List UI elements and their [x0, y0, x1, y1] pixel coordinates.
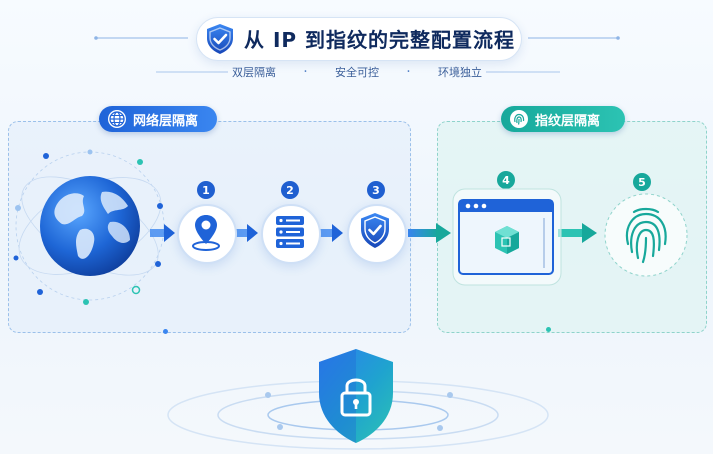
title-banner: [196, 17, 522, 61]
arrow-right-icon: [233, 224, 258, 242]
subtitle-tag: 环境独立: [437, 66, 482, 79]
step-number-badge: 3: [367, 181, 385, 199]
step-number-badge: 1: [197, 181, 215, 199]
connector-dot: [546, 327, 551, 332]
fingerprint-layer-label: 指纹层隔离: [535, 113, 601, 129]
title-decor-lines: [94, 36, 620, 73]
globe-icon: [108, 110, 126, 128]
page-title: 从 IP 到指纹的完整配置流程: [244, 28, 516, 52]
fingerprint-icon: [510, 110, 528, 128]
connector-dot: [163, 329, 168, 334]
step-number-badge: 5: [633, 173, 651, 191]
network-layer-badge: 网络层隔离: [99, 106, 217, 132]
lock-shield-icon: [319, 349, 393, 443]
globe-network-graphic: [13, 149, 165, 305]
separator-dot: ·: [406, 64, 411, 80]
arrow-right-icon: [150, 224, 175, 242]
subtitle-tag: 双层隔离: [232, 66, 276, 79]
shield-check-icon: [207, 24, 233, 54]
location-pin-icon: [192, 215, 220, 251]
browser-cube-icon: [452, 188, 562, 286]
arrow-right-icon: [318, 224, 343, 242]
step-number-badge: 2: [281, 181, 299, 199]
subtitle-tag: 安全可控: [334, 66, 379, 79]
separator-dot: ·: [303, 64, 308, 80]
server-icon: [276, 216, 304, 248]
network-layer-label: 网络层隔离: [133, 113, 199, 129]
step-number-badge: 4: [497, 171, 515, 189]
arrow-right-icon: [408, 223, 451, 243]
fingerprint-layer-badge: 指纹层隔离: [501, 106, 625, 132]
subtitle-tags: 双层隔离 · 安全可控 · 环境独立: [232, 64, 482, 80]
shield-check-icon: [361, 213, 389, 248]
fingerprint-icon: [604, 193, 688, 277]
arrow-right-icon: [558, 223, 597, 243]
